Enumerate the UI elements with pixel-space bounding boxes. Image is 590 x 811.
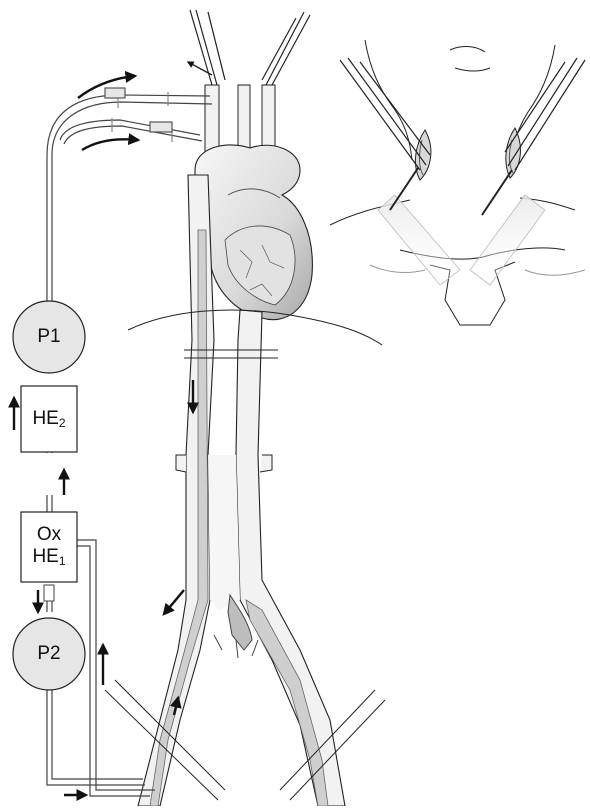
heat-exchanger-1-label: HE1 (21, 546, 77, 572)
neck-incision-right (506, 128, 521, 178)
heat-exchanger-1-text: HE (32, 546, 58, 567)
flow-arrow-iliac-down (164, 590, 184, 614)
circuit-connector (44, 585, 54, 601)
neck-inset (330, 40, 585, 325)
neck-cannulae (340, 58, 585, 215)
heat-exchanger-1-subscript: 1 (59, 554, 66, 568)
pump-p1-text: P1 (37, 326, 60, 347)
neck-muscle-bands (378, 195, 545, 285)
oxygenator-text: Ox (21, 524, 77, 546)
pump-p2-label: P2 (13, 643, 85, 665)
flow-arrow-top-2 (82, 139, 138, 150)
neck-vessel-cannulae (188, 10, 310, 85)
heat-exchanger-2-label: HE2 (21, 408, 77, 434)
pump-p2-text: P2 (37, 643, 60, 664)
pump-p1-label: P1 (13, 326, 85, 348)
neck-incision-left (415, 130, 430, 180)
heat-exchanger-2-subscript: 2 (59, 416, 66, 430)
heat-exchanger-2-text: HE (32, 408, 58, 429)
oxygenator-label: Ox HE1 (21, 524, 77, 572)
